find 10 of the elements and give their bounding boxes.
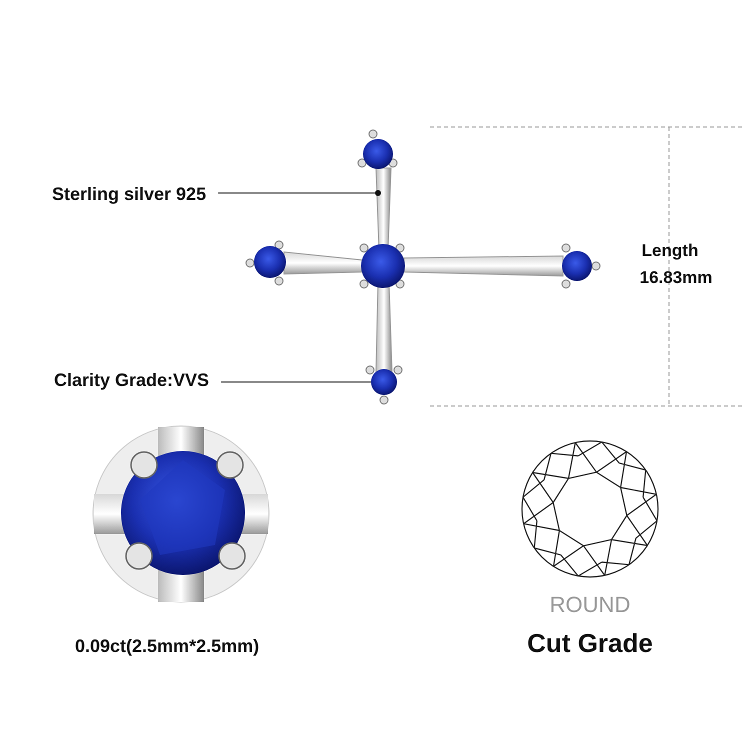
stone-size-label: 0.09ct(2.5mm*2.5mm)	[75, 636, 260, 657]
cut-grade-label: Cut Grade	[527, 628, 653, 659]
callout-label: Clarity Grade:VVS	[54, 370, 210, 391]
dimension-value: 16.83mm	[640, 268, 712, 288]
shape-label: ROUND	[550, 592, 630, 618]
hallmark-dot	[375, 190, 381, 196]
callout-label: Sterling silver 925	[52, 184, 206, 205]
dimension-label: Length	[642, 241, 698, 261]
leader-line	[218, 192, 376, 194]
gemstone	[371, 369, 397, 395]
